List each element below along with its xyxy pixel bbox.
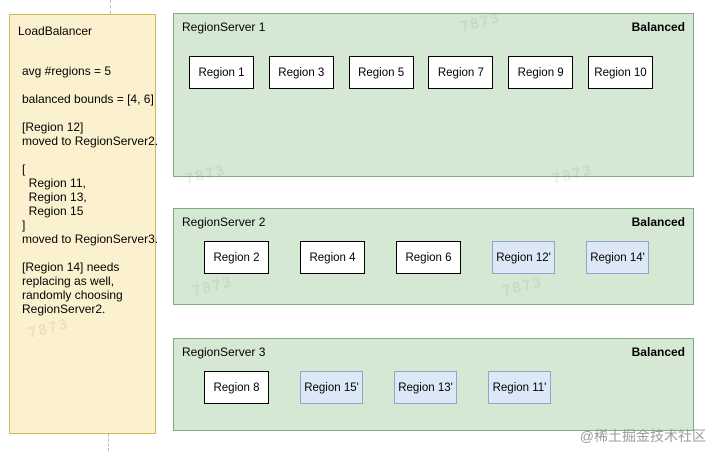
loadbalancer-text-line: ]: [22, 218, 26, 232]
region-box: Region 9: [508, 56, 574, 89]
region-label: Region 8: [213, 381, 260, 394]
region-label: Region 9: [517, 66, 564, 79]
region-row: Region 1 Region 3 Region 5 Region 7 Region 9…: [174, 56, 653, 89]
region-box-moved: Region 13': [394, 371, 457, 404]
region-box-moved: Region 11': [488, 371, 551, 404]
region-box: Region 1: [189, 56, 254, 89]
regionserver-panel: RegionServer 3 Balanced Region 8 Region 1…: [173, 338, 694, 431]
region-box: Region 8: [204, 371, 269, 404]
page-divider-bottom: [108, 434, 109, 451]
region-label: Region 10: [594, 66, 647, 79]
loadbalancer-text-line: replacing as well,: [22, 274, 115, 288]
balanced-status-label: Balanced: [631, 215, 685, 229]
region-label: Region 6: [405, 251, 452, 264]
region-label: Region 14': [590, 251, 645, 264]
region-label: Region 4: [309, 251, 356, 264]
region-box: Region 4: [300, 241, 365, 274]
region-label: Region 11': [492, 381, 547, 394]
region-box: Region 3: [268, 56, 334, 89]
regionserver-panel: RegionServer 1 Balanced Region 1 Region 3…: [173, 13, 694, 177]
region-box: Region 7: [428, 56, 494, 89]
region-box: Region 5: [348, 56, 414, 89]
region-box-moved: Region 14': [586, 241, 649, 274]
loadbalancer-panel: LoadBalancer avg #regions = 5 balanced b…: [9, 14, 158, 434]
balanced-status-label: Balanced: [631, 20, 685, 34]
loadbalancer-text-line: [Region 12]: [22, 120, 84, 134]
region-label: Region 2: [213, 251, 260, 264]
region-label: Region 5: [358, 66, 405, 79]
regionserver-name: RegionServer 2: [182, 215, 266, 229]
region-box-moved: Region 15': [300, 371, 363, 404]
loadbalancer-text-line: Region 15: [22, 204, 84, 218]
loadbalancer-text-line: [Region 14] needs: [22, 260, 120, 274]
loadbalancer-text-line: [22, 148, 158, 162]
loadbalancer-text-line: [: [22, 162, 26, 176]
site-watermark: @稀土掘金技术社区: [579, 428, 706, 444]
region-label: Region 12': [496, 251, 551, 264]
region-row: Region 2 Region 4 Region 6 Region 12' Region…: [174, 241, 649, 274]
region-box: Region 10: [587, 56, 653, 89]
region-box: Region 2: [204, 241, 269, 274]
loadbalancer-text-line: RegionServer2.: [22, 302, 106, 316]
loadbalancer-text-line: randomly choosing: [22, 288, 123, 302]
loadbalancer-text-line: moved to RegionServer3.: [22, 232, 159, 246]
loadbalancer-text-line: moved to RegionServer2.: [22, 134, 159, 148]
page-divider-top: [110, 0, 111, 14]
loadbalancer-text-line: [22, 106, 158, 120]
region-box: Region 6: [396, 241, 461, 274]
loadbalancer-text-line: balanced bounds = [4, 6]: [22, 92, 154, 106]
region-box-moved: Region 12': [492, 241, 555, 274]
balanced-status-label: Balanced: [631, 345, 685, 359]
region-label: Region 3: [278, 66, 325, 79]
loadbalancer-text-line: Region 11,: [22, 176, 86, 190]
region-label: Region 1: [198, 66, 245, 79]
regionserver-panel: RegionServer 2 Balanced Region 2 Region 4…: [173, 208, 694, 305]
regionserver-name: RegionServer 1: [182, 20, 266, 34]
region-label: Region 13': [398, 381, 453, 394]
loadbalancer-text: avg #regions = 5 balanced bounds = [4, 6…: [22, 64, 158, 316]
regionserver-name: RegionServer 3: [182, 345, 266, 359]
region-row: Region 8 Region 15' Region 13' Region 11': [174, 371, 551, 404]
loadbalancer-text-line: [22, 246, 158, 260]
loadbalancer-text-line: [22, 78, 158, 92]
loadbalancer-text-line: avg #regions = 5: [22, 64, 112, 78]
loadbalancer-title: LoadBalancer: [18, 24, 93, 38]
loadbalancer-text-line: Region 13,: [22, 190, 87, 204]
region-label: Region 7: [437, 66, 484, 79]
region-label: Region 15': [304, 381, 359, 394]
